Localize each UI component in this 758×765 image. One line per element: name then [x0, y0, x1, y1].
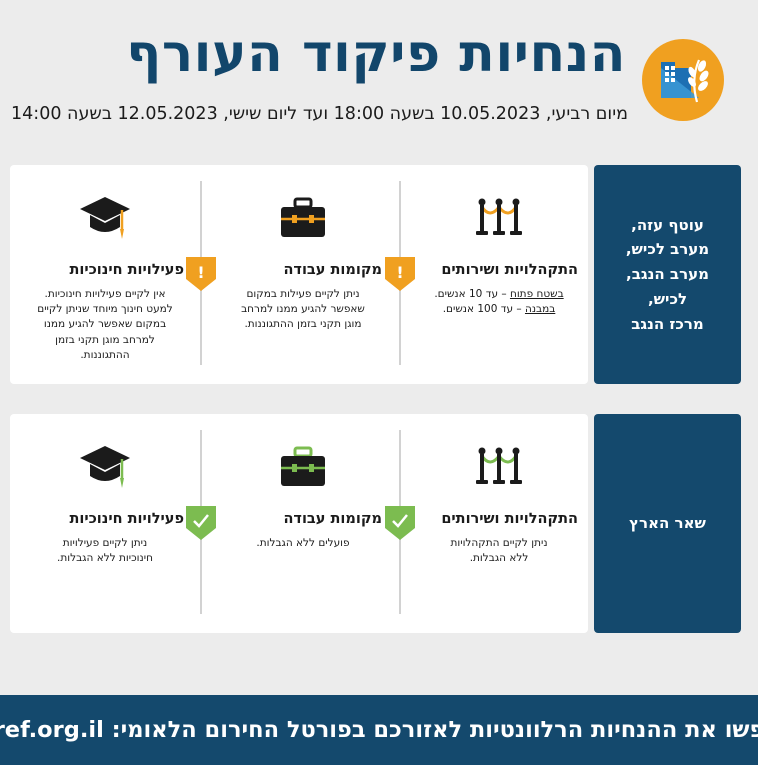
- checkmark-icon: [385, 506, 415, 540]
- warning-icon: !: [186, 257, 216, 291]
- svg-text:!: !: [396, 263, 403, 282]
- column-text: פועלים ללא הגבלות.: [256, 537, 350, 549]
- graduation-cap-icon: [16, 442, 194, 494]
- education-column: פעילויות חינוכיות אין לקיים פעילויות חינ…: [16, 165, 194, 384]
- column-title: התקהלויות ושירותים: [441, 262, 578, 278]
- column-title: מקומות עבודה: [283, 262, 382, 278]
- svg-text:!: !: [197, 263, 204, 282]
- header: הנחיות פיקוד העורף מיום רביעי, 10.05.202…: [0, 0, 758, 150]
- workplaces-column: מקומות עבודה פועלים ללא הגבלות.: [214, 414, 392, 633]
- gatherings-column: התקהלויות ושירותים ניתן לקיים התקהלויות …: [410, 414, 588, 633]
- footer-text: חפשו את ההנחיות הרלוונטיות לאזורכם בפורט…: [103, 717, 758, 743]
- gatherings-column: התקהלויות ושירותים בשטח פתוח – עד 10 אנש…: [410, 165, 588, 384]
- column-text: בשטח פתוח – עד 10 אנשים. במבנה – עד 100 …: [434, 288, 564, 316]
- checkmark-icon: [186, 506, 216, 540]
- page-title: הנחיות פיקוד העורף: [126, 24, 626, 84]
- column-title: פעילויות חינוכיות: [69, 262, 184, 278]
- home-front-command-logo-icon: [641, 38, 725, 122]
- warning-icon: !: [385, 257, 415, 291]
- briefcase-icon: [214, 195, 392, 247]
- restriction-row-rest-of-country: שאר הארץ התקהלויות ושירותים ניתן לקיים ה…: [10, 414, 741, 633]
- education-column: פעילויות חינוכיות ניתן לקיים פעילויות חי…: [16, 414, 194, 633]
- region-label: שאר הארץ: [594, 414, 741, 633]
- column-title: התקהלויות ושירותים: [441, 511, 578, 527]
- column-title: פעילויות חינוכיות: [69, 511, 184, 527]
- column-text: ניתן לקיים פעילות במקום שאפשר להגיע ממנו…: [241, 288, 365, 331]
- workplaces-column: מקומות עבודה ניתן לקיים פעילות במקום שאפ…: [214, 165, 392, 384]
- stanchion-icon: [410, 193, 588, 245]
- column-text: ניתן לקיים פעילויות חינוכיות ללא הגבלות.: [57, 537, 153, 565]
- website-link[interactable]: oref.org.il: [0, 717, 104, 743]
- column-text: אין לקיים פעילויות חינוכיות. למעט חינוך …: [37, 288, 173, 361]
- restriction-row-south: עוטף עזה, מערב לכיש, מערב הנגב, לכיש, מר…: [10, 165, 741, 384]
- column-title: מקומות עבודה: [283, 511, 382, 527]
- column-text: ניתן לקיים התקהלויות ללא הגבלות.: [450, 537, 548, 565]
- briefcase-icon: [214, 444, 392, 496]
- graduation-cap-icon: [16, 193, 194, 245]
- region-label: עוטף עזה, מערב לכיש, מערב הנגב, לכיש, מר…: [594, 165, 741, 384]
- stanchion-icon: [410, 442, 588, 494]
- date-range: מיום רביעי, 10.05.2023 בשעה 18:00 ועד לי…: [11, 104, 628, 124]
- footer-banner: חפשו את ההנחיות הרלוונטיות לאזורכם בפורט…: [0, 695, 758, 765]
